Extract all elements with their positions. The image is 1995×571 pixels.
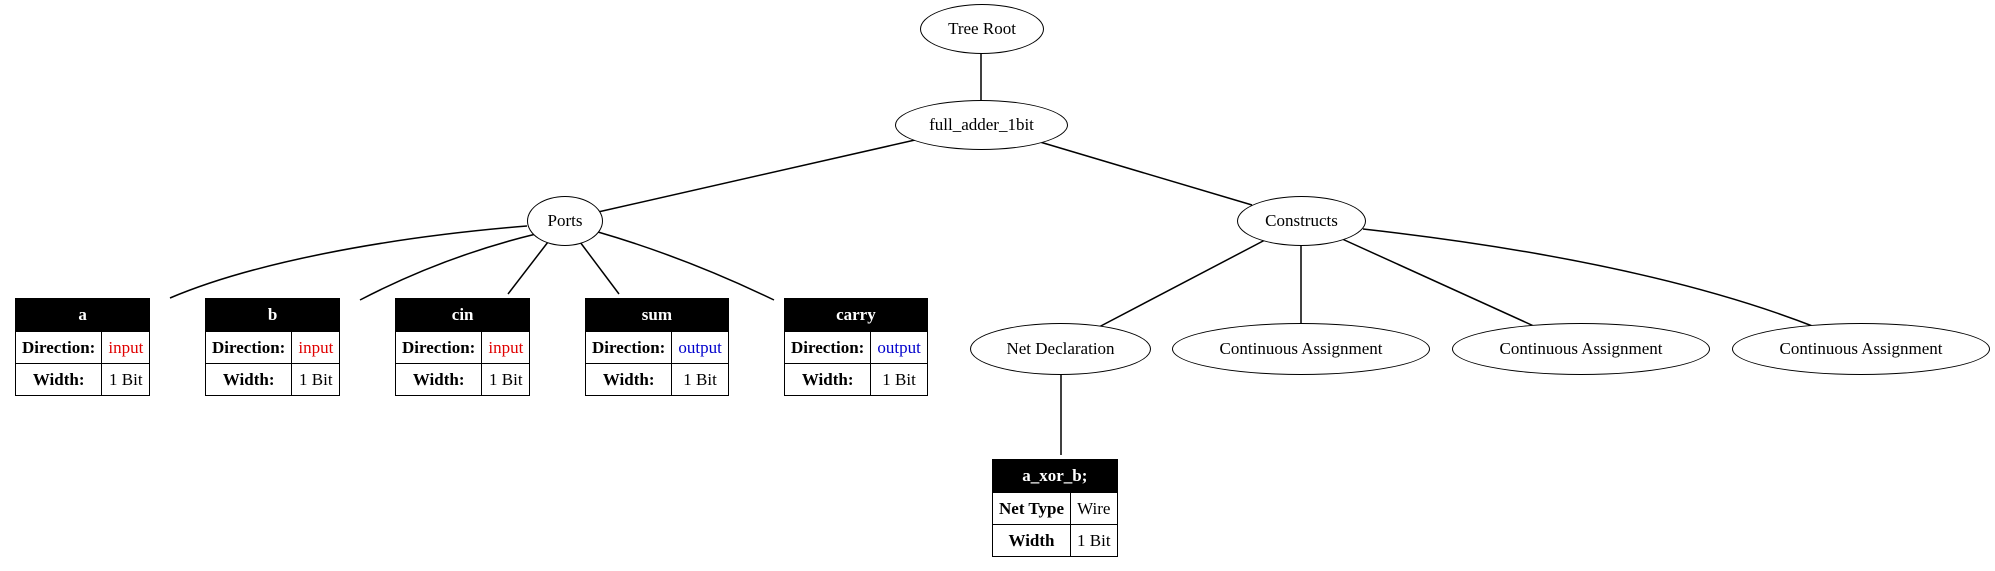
direction-value: input [481,331,531,364]
net-type-value: Wire [1070,492,1118,525]
port-table-b[interactable]: b Direction: input Width: 1 Bit [204,298,341,396]
width-value: 1 Bit [291,363,341,396]
net-name: a_xor_b; [992,459,1118,493]
edge-ports-carry [597,231,775,301]
edge-module-ports [597,139,916,213]
net-width-label: Width [991,524,1072,557]
node-continuous-assignment-3[interactable]: Continuous Assignment [1732,323,1990,375]
edge-ports-cin [507,241,549,295]
port-name: carry [784,298,928,332]
edge-ports-b [359,233,537,301]
width-label: Width: [584,363,673,396]
edge-constructs-assign3 [1362,228,1816,328]
port-name: cin [395,298,530,332]
direction-value: input [101,331,151,364]
node-continuous-assignment-2[interactable]: Continuous Assignment [1452,323,1710,375]
direction-label: Direction: [14,331,103,364]
port-table-sum[interactable]: sum Direction: output Width: 1 Bit [584,298,729,396]
edge-ports-a [169,225,528,299]
port-table-a[interactable]: a Direction: input Width: 1 Bit [14,298,151,396]
node-module[interactable]: full_adder_1bit [895,100,1068,150]
width-value: 1 Bit [481,363,531,396]
net-table-a-xor-b[interactable]: a_xor_b; Net Type Wire Width 1 Bit [991,459,1118,557]
edge-ports-sum [579,241,620,295]
direction-label: Direction: [584,331,673,364]
direction-label: Direction: [204,331,293,364]
width-label: Width: [783,363,872,396]
width-label: Width: [394,363,483,396]
node-ports[interactable]: Ports [527,196,603,246]
node-constructs[interactable]: Constructs [1237,196,1366,246]
port-table-cin[interactable]: cin Direction: input Width: 1 Bit [394,298,531,396]
width-label: Width: [204,363,293,396]
edge-module-constructs [1039,141,1253,206]
direction-value: output [671,331,729,364]
width-value: 1 Bit [671,363,729,396]
width-value: 1 Bit [870,363,928,396]
net-type-label: Net Type [991,492,1072,525]
edge-constructs-net [1096,239,1266,329]
node-continuous-assignment-1[interactable]: Continuous Assignment [1172,323,1430,375]
port-name: b [205,298,340,332]
port-name: sum [585,298,729,332]
net-width-value: 1 Bit [1070,524,1118,557]
port-table-carry[interactable]: carry Direction: output Width: 1 Bit [783,298,928,396]
direction-value: output [870,331,928,364]
edge-constructs-assign2 [1339,237,1537,328]
width-label: Width: [14,363,103,396]
node-net-declaration[interactable]: Net Declaration [970,323,1151,375]
direction-label: Direction: [783,331,872,364]
width-value: 1 Bit [101,363,151,396]
direction-value: input [291,331,341,364]
node-tree-root[interactable]: Tree Root [920,4,1044,54]
direction-label: Direction: [394,331,483,364]
port-name: a [15,298,150,332]
